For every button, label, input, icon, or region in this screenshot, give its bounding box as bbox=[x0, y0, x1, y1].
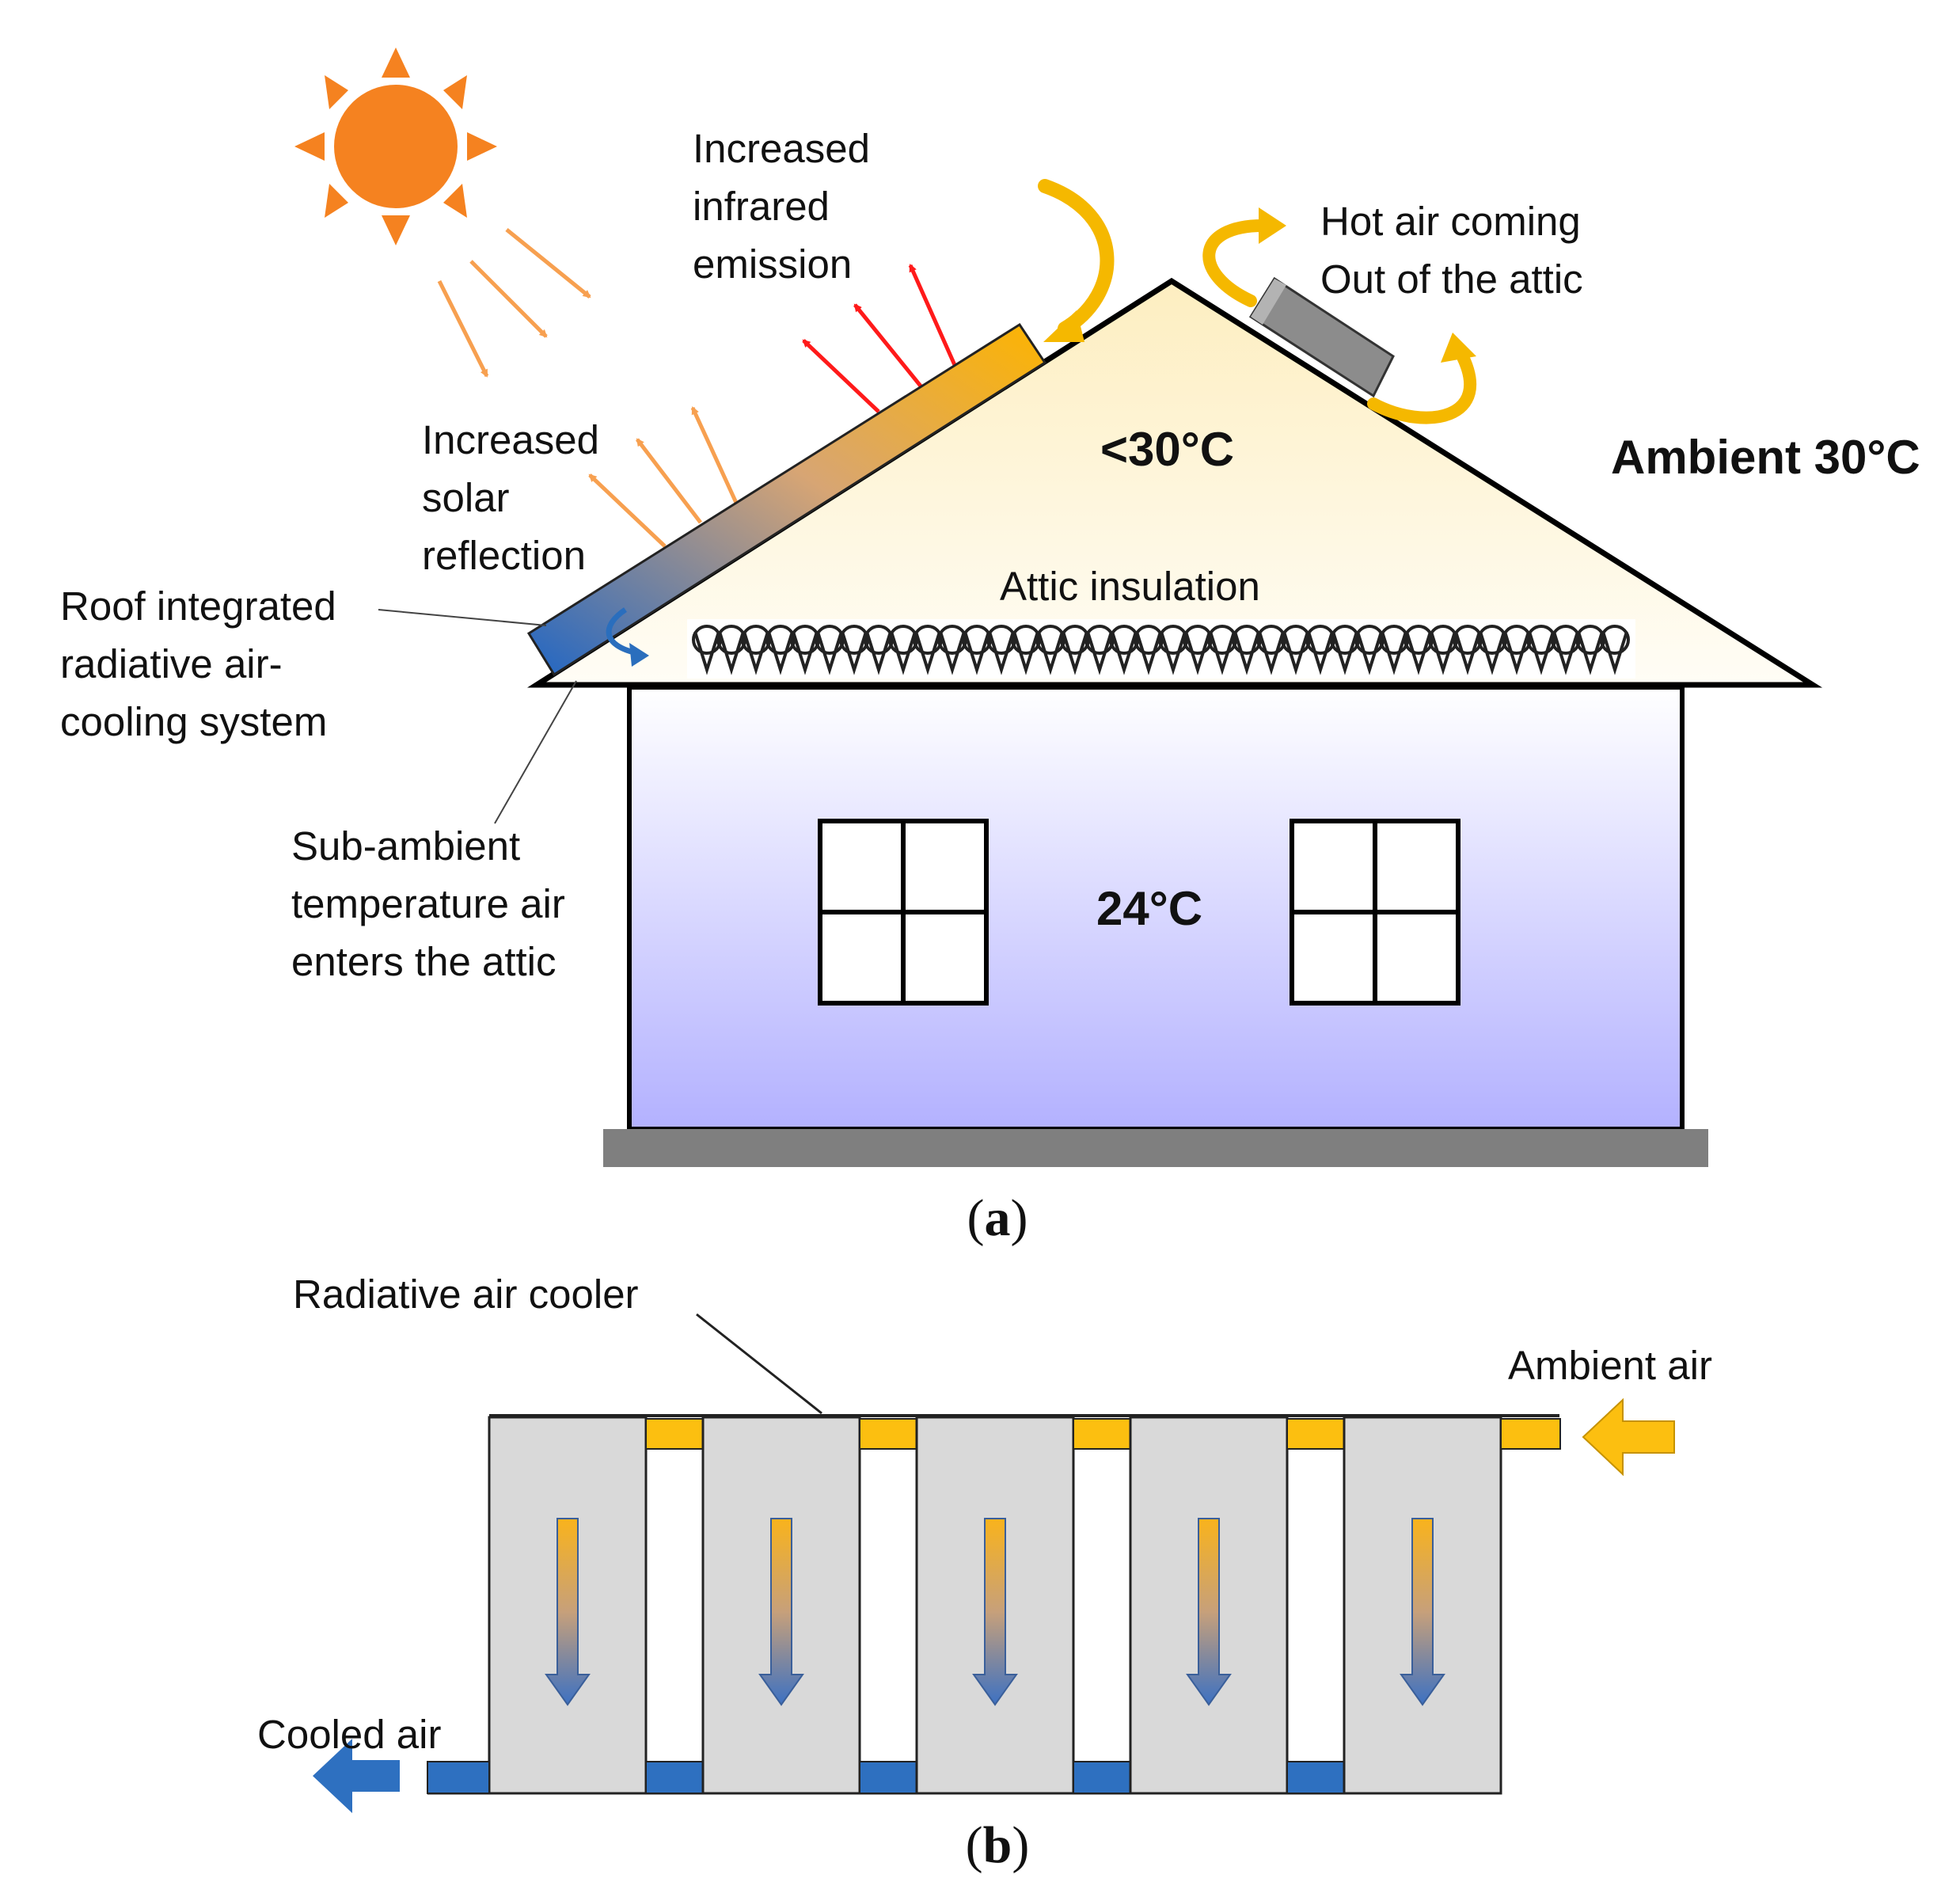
hot-air-label: Hot air coming Out of the attic bbox=[1320, 199, 1592, 302]
leader-radiative-cooler bbox=[696, 1313, 822, 1415]
cooled-air-arrow-icon bbox=[313, 1739, 400, 1813]
duct-connector-top bbox=[1073, 1418, 1131, 1450]
outlet-duct bbox=[427, 1761, 490, 1794]
airflow-arrow-icon bbox=[1186, 1518, 1232, 1706]
cooler-module bbox=[1343, 1416, 1502, 1795]
airflow-arrow-icon bbox=[758, 1518, 804, 1706]
duct-connector-bottom bbox=[859, 1761, 917, 1794]
room-wall bbox=[627, 685, 1685, 1131]
reflected-solar-rays bbox=[588, 406, 739, 548]
leader-sub-ambient bbox=[494, 680, 577, 824]
roof-system-label: Roof integrated radiative air- cooling s… bbox=[60, 584, 348, 744]
roof-cooling-panel bbox=[526, 322, 1047, 677]
hot-air-arrow-upper bbox=[1202, 207, 1286, 307]
duct-connector-top bbox=[1286, 1418, 1345, 1450]
window-left bbox=[818, 819, 989, 1006]
incoming-solar-rays bbox=[437, 228, 591, 378]
panel-b: Radiative air cooler Ambient air Cooled … bbox=[257, 1272, 1712, 1874]
cooler-modules bbox=[427, 1416, 1561, 1795]
cooler-module bbox=[701, 1416, 861, 1795]
airflow-arrow-icon bbox=[1400, 1518, 1445, 1706]
inlet-duct bbox=[1500, 1418, 1561, 1450]
ambient-temp-label: Ambient 30°C bbox=[1611, 431, 1920, 484]
caption-a: (a) bbox=[967, 1189, 1028, 1247]
solar-reflection-label: Increased solar reflection bbox=[422, 417, 610, 578]
leader-roof-system bbox=[378, 609, 547, 626]
ambient-air-arrow-icon bbox=[1582, 1397, 1675, 1477]
cooler-module bbox=[1129, 1416, 1289, 1795]
cooler-module bbox=[915, 1416, 1075, 1795]
infrared-rays bbox=[802, 264, 960, 413]
sub-ambient-airflow-arrow bbox=[606, 607, 638, 656]
airflow-arrow-icon bbox=[972, 1518, 1018, 1706]
duct-connector-bottom bbox=[1073, 1761, 1131, 1794]
sun-icon bbox=[294, 48, 497, 245]
attic-temp-label: <30°C bbox=[1100, 423, 1234, 476]
caption-b: (b) bbox=[966, 1816, 1030, 1874]
infrared-emission-label: Increased infrared emission bbox=[693, 126, 881, 287]
panel-a: Increased infrared emission Hot air comi… bbox=[60, 48, 1920, 1247]
sub-ambient-label: Sub-ambient temperature air enters the a… bbox=[291, 823, 576, 984]
radiative-air-cooler-label: Radiative air cooler bbox=[293, 1272, 639, 1317]
window-right bbox=[1290, 819, 1461, 1006]
ambient-air-label: Ambient air bbox=[1508, 1343, 1712, 1388]
duct-connector-bottom bbox=[645, 1761, 704, 1794]
attic-vent-icon bbox=[1248, 276, 1395, 398]
ground-slab bbox=[603, 1129, 1708, 1167]
duct-connector-top bbox=[859, 1418, 917, 1450]
airflow-arrow-icon bbox=[545, 1518, 591, 1706]
attic-insulation-icon bbox=[687, 619, 1635, 679]
duct-connector-top bbox=[645, 1418, 704, 1450]
attic-insulation-label: Attic insulation bbox=[1000, 564, 1260, 609]
airflow-arrow-ridge bbox=[1038, 179, 1115, 342]
room-temp-label: 24°C bbox=[1096, 882, 1202, 935]
cooled-air-label: Cooled air bbox=[257, 1712, 441, 1757]
cooler-module bbox=[488, 1416, 648, 1795]
duct-connector-bottom bbox=[1286, 1761, 1345, 1794]
hot-air-arrow-lower bbox=[1367, 333, 1477, 424]
